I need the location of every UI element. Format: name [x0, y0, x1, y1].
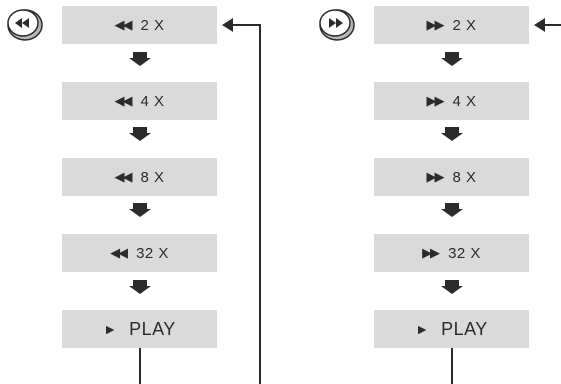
ff-step-4x: ▶▶ 4 X: [374, 82, 529, 120]
down-arrow: [129, 52, 151, 66]
rewind-glyph-icon: ◀◀: [114, 169, 132, 184]
step-label: PLAY: [129, 318, 176, 339]
rewind-glyph-icon: ◀◀: [114, 17, 132, 32]
rewind-step-2x: ◀◀ 2 X: [62, 6, 217, 44]
fast-forward-glyph-icon: ▶▶: [422, 245, 440, 260]
down-arrow: [441, 52, 463, 66]
rewind-glyph-icon: ◀◀: [110, 245, 128, 260]
rewind-step-4x: ◀◀ 4 X: [62, 82, 217, 120]
step-label: 4 X: [452, 92, 477, 110]
fast-forward-glyph-icon: ▶▶: [426, 169, 444, 184]
down-arrow: [129, 280, 151, 294]
left-arrow-head: [222, 18, 233, 32]
step-label: 2 X: [452, 16, 477, 34]
down-arrow: [441, 280, 463, 294]
rewind-icon[interactable]: [4, 6, 44, 44]
step-label: 8 X: [452, 168, 477, 186]
rewind-loop-line: [139, 24, 261, 384]
step-label: 32 X: [136, 244, 169, 262]
down-arrow: [129, 203, 151, 217]
rewind-down-arrows: [129, 52, 151, 294]
play-icon: ►: [415, 321, 430, 337]
play-icon: ►: [103, 321, 118, 337]
fast-forward-glyph-icon: ▶▶: [426, 17, 444, 32]
ff-down-arrows: [441, 52, 463, 294]
step-label: 8 X: [140, 168, 165, 186]
ff-step-32x: ▶▶ 32 X: [374, 234, 529, 272]
ff-loop-line: [451, 24, 561, 384]
rewind-step-32x: ◀◀ 32 X: [62, 234, 217, 272]
down-arrow: [441, 203, 463, 217]
ff-step-2x: ▶▶ 2 X: [374, 6, 529, 44]
left-arrow-head: [534, 18, 545, 32]
down-arrow: [129, 127, 151, 141]
fast-forward-glyph-icon: ▶▶: [426, 93, 444, 108]
rewind-step-8x: ◀◀ 8 X: [62, 158, 217, 196]
fast-forward-icon[interactable]: [316, 6, 356, 44]
step-label: 2 X: [140, 16, 165, 34]
step-label: 4 X: [140, 92, 165, 110]
step-label: PLAY: [441, 318, 488, 339]
rewind-step-play: ► PLAY: [62, 310, 217, 348]
rewind-glyph-icon: ◀◀: [114, 93, 132, 108]
step-label: 32 X: [448, 244, 481, 262]
ff-step-play: ► PLAY: [374, 310, 529, 348]
ff-step-8x: ▶▶ 8 X: [374, 158, 529, 196]
down-arrow: [441, 127, 463, 141]
